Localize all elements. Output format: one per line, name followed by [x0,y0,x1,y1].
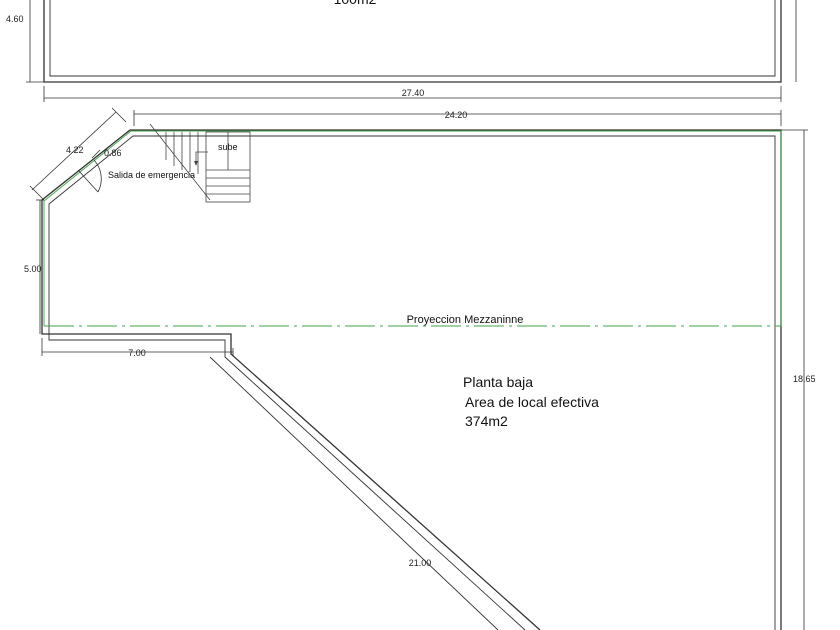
ground-floor-label: Planta baja Area de local efectiva 374m2 [463,374,599,429]
dim-upper-height: 4.60 [6,0,44,83]
emergency-door: 0.86 Salida de emergencia [77,148,195,193]
dim-left-height: 5.00 [24,199,44,334]
dim-diagonal-long-text: 21.00 [409,558,432,568]
stairs: sube [149,123,251,203]
ground-floor-outer-wall [41,129,782,630]
mezzanine-projection-outline [43,130,782,326]
emergency-exit-text: Salida de emergencia [108,170,195,180]
dim-top-width: 24.20 [133,110,782,126]
dim-bottom-left-width: 7.00 [41,338,234,358]
diagonal-wall-inner-line [209,356,499,630]
upper-room-area-text: 100m2 [334,0,377,7]
dim-diagonal-edge-text: 4.22 [66,145,84,155]
dim-upper-height-text: 4.60 [6,14,24,24]
ground-floor-walls [41,129,782,630]
stair-label-text: sube [218,142,238,152]
upper-room-outer-wall [43,0,782,83]
stair-arrow-head [194,161,198,166]
dim-top-width-text: 24.20 [445,110,468,120]
area-value-text: 374m2 [465,413,508,429]
door-leaf [77,169,99,193]
ground-floor-inner-wall [48,135,776,630]
dim-upper-width: 27.40 [43,86,782,102]
door-swing-arc [93,159,102,193]
mezzanine-projection-text: Proyeccion Mezzaninne [407,314,524,326]
dim-right-height-text: 18.65 [793,374,816,384]
dim-upper-width-text: 27.40 [402,88,425,98]
floor-title-text: Planta baja [463,374,533,390]
area-label-text: Area de local efectiva [465,394,599,410]
upper-room: 100m2 [43,0,782,83]
mezzanine-projection: Proyeccion Mezzaninne [43,130,782,327]
dim-bottom-left-width-text: 7.00 [128,348,146,358]
dim-right-height: 18.65 [781,129,816,630]
stair-direction-arrow [195,151,208,164]
dim-left-height-text: 5.00 [24,264,42,274]
dim-diagonal-edge: 4.22 [29,107,127,201]
upper-room-inner-wall [49,0,776,77]
dim-door-width-text: 0.86 [104,148,122,158]
